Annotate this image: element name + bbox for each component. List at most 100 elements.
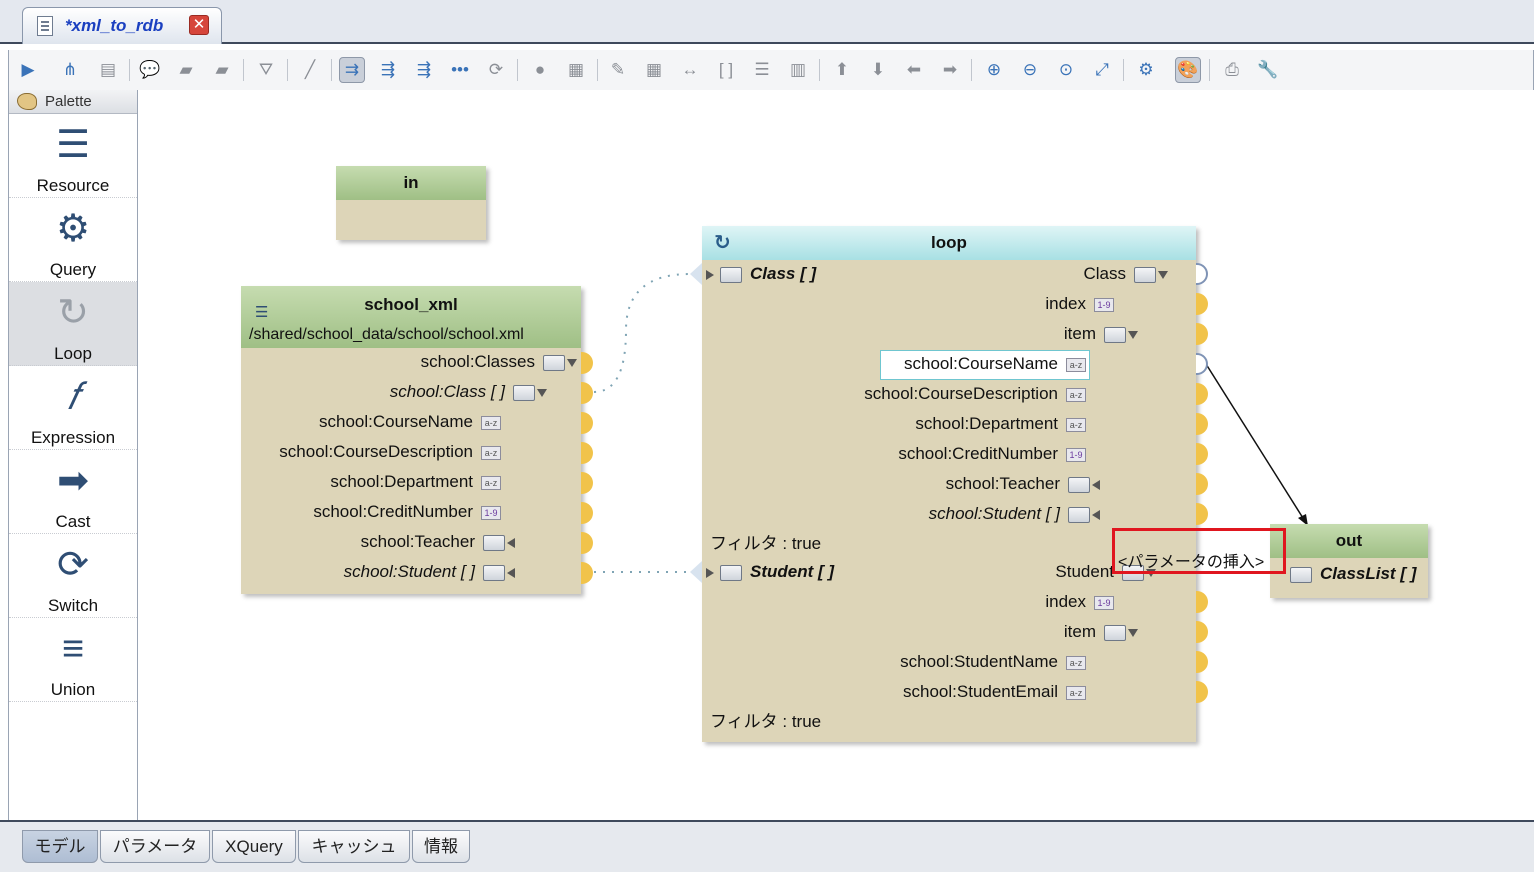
loop-filter[interactable]: フィルタ : true bbox=[710, 534, 822, 553]
output-port[interactable] bbox=[1196, 293, 1208, 315]
node-out[interactable]: out ClassList [ ] bbox=[1270, 524, 1428, 598]
output-port[interactable] bbox=[581, 562, 593, 584]
expand-icon[interactable] bbox=[706, 567, 714, 578]
selected-field[interactable] bbox=[880, 350, 1090, 380]
run-icon[interactable]: ▶ bbox=[21, 60, 35, 79]
editor-tab[interactable]: *xml_to_rdb ✕ bbox=[22, 7, 222, 44]
loop-row[interactable]: item bbox=[1064, 618, 1138, 646]
distribute-icon[interactable]: ⇶ bbox=[416, 60, 432, 79]
palette-item-resource[interactable]: ☰ Resource bbox=[9, 114, 137, 198]
fit-icon[interactable]: ⤢ bbox=[1095, 60, 1109, 79]
collapse-icon[interactable] bbox=[507, 537, 515, 548]
output-port[interactable] bbox=[581, 352, 593, 374]
expand-icon[interactable] bbox=[706, 269, 714, 280]
resize-horizontal-icon[interactable]: ↔ bbox=[681, 60, 699, 79]
loop-row[interactable]: school:Teacher bbox=[946, 470, 1100, 498]
palette-item-loop[interactable]: ↻ Loop bbox=[9, 282, 137, 366]
close-tab-button[interactable]: ✕ bbox=[189, 15, 209, 35]
collapse-icon[interactable] bbox=[507, 567, 515, 578]
output-port[interactable] bbox=[581, 382, 593, 404]
tab-model[interactable]: モデル bbox=[22, 830, 98, 863]
wrench-icon[interactable]: 🔧 bbox=[1257, 60, 1279, 79]
tag-icon[interactable]: ✎ bbox=[610, 60, 626, 79]
zoom-in-icon[interactable]: ⊕ bbox=[986, 60, 1002, 79]
arrow-right-icon[interactable]: ➡ bbox=[942, 60, 958, 79]
school-xml-row[interactable]: school:Teacher bbox=[361, 528, 515, 556]
filter-add-icon[interactable]: ⛛ bbox=[258, 60, 274, 79]
refresh-icon[interactable]: ⟳ bbox=[488, 60, 504, 79]
circle-icon[interactable]: ● bbox=[534, 60, 546, 79]
comment-icon[interactable]: 💬 bbox=[139, 60, 161, 79]
input-port[interactable] bbox=[690, 561, 702, 583]
palette-item-switch[interactable]: ⟳ Switch bbox=[9, 534, 137, 618]
palette-icon[interactable]: 🎨 bbox=[1175, 57, 1201, 83]
node-in[interactable]: in bbox=[336, 166, 486, 240]
zoom-out-icon[interactable]: ⊖ bbox=[1022, 60, 1038, 79]
loop-input-student[interactable]: Student [ ] bbox=[706, 558, 834, 586]
tab-parameters[interactable]: パラメータ bbox=[100, 830, 210, 863]
table-icon[interactable]: ▦ bbox=[645, 60, 663, 79]
expand-icon[interactable] bbox=[1128, 330, 1138, 339]
output-port[interactable] bbox=[581, 472, 593, 494]
palette-item-union[interactable]: ≡ Union bbox=[9, 618, 137, 702]
more-dots-icon[interactable]: ••• bbox=[451, 60, 469, 79]
tree-icon[interactable]: ⋔ bbox=[62, 60, 78, 79]
comment-dark-2-icon[interactable]: ▰ bbox=[215, 60, 229, 79]
insert-parameter-label[interactable]: <パラメータの挿入> bbox=[1118, 554, 1265, 571]
output-port[interactable] bbox=[1196, 681, 1208, 703]
output-port[interactable] bbox=[1196, 413, 1208, 435]
output-port[interactable] bbox=[1196, 323, 1208, 345]
list-icon[interactable]: ☰ bbox=[754, 60, 770, 79]
output-port[interactable] bbox=[581, 412, 593, 434]
expand-icon[interactable] bbox=[537, 388, 547, 397]
output-port[interactable] bbox=[581, 502, 593, 524]
auto-map-icon[interactable]: ⇉ bbox=[339, 57, 365, 83]
print-preview-icon[interactable]: ▤ bbox=[99, 60, 117, 79]
comment-dark-icon[interactable]: ▰ bbox=[179, 60, 193, 79]
expand-icon[interactable] bbox=[567, 358, 577, 367]
arrow-up-icon[interactable]: ⬆ bbox=[834, 60, 850, 79]
zoom-reset-icon[interactable]: ⊙ bbox=[1058, 60, 1074, 79]
palette-item-cast[interactable]: ➡ Cast bbox=[9, 450, 137, 534]
output-port[interactable] bbox=[1196, 621, 1208, 643]
arrow-left-icon[interactable]: ⬅ bbox=[906, 60, 922, 79]
school-xml-row[interactable]: school:Student [ ] bbox=[344, 558, 515, 586]
tab-info[interactable]: 情報 bbox=[412, 830, 470, 863]
arrow-down-icon[interactable]: ⬇ bbox=[870, 60, 886, 79]
panel-icon[interactable]: ▥ bbox=[789, 60, 807, 79]
output-port[interactable] bbox=[1196, 503, 1208, 525]
collapse-icon[interactable] bbox=[1092, 479, 1100, 490]
tab-xquery[interactable]: XQuery bbox=[212, 830, 296, 863]
input-port[interactable] bbox=[690, 263, 702, 285]
school-xml-row[interactable]: school:Class [ ] bbox=[390, 378, 547, 406]
align-icon[interactable]: ⇶ bbox=[380, 60, 396, 79]
school-xml-row[interactable]: school:Classes bbox=[421, 348, 577, 376]
node-school-xml[interactable]: ☰ school_xml /shared/school_data/school/… bbox=[241, 286, 581, 594]
output-port[interactable] bbox=[1196, 383, 1208, 405]
output-port[interactable] bbox=[581, 532, 593, 554]
loop-row[interactable]: item bbox=[1064, 320, 1138, 348]
loop-row[interactable]: school:Student [ ] bbox=[929, 500, 1100, 528]
model-canvas[interactable]: in ☰ school_xml /shared/school_data/scho… bbox=[138, 90, 1534, 820]
line-icon[interactable]: ╱ bbox=[304, 60, 316, 79]
brackets-icon[interactable]: [ ] bbox=[718, 60, 734, 79]
output-port[interactable] bbox=[1196, 443, 1208, 465]
expand-icon[interactable] bbox=[1158, 270, 1168, 279]
collapse-icon[interactable] bbox=[1092, 509, 1100, 520]
output-port[interactable] bbox=[1196, 591, 1208, 613]
print-icon[interactable]: ⎙ bbox=[1225, 60, 1239, 79]
expand-icon[interactable] bbox=[1128, 628, 1138, 637]
output-port[interactable] bbox=[1196, 651, 1208, 673]
palette-item-expression[interactable]: 𝑓 Expression bbox=[9, 366, 137, 450]
